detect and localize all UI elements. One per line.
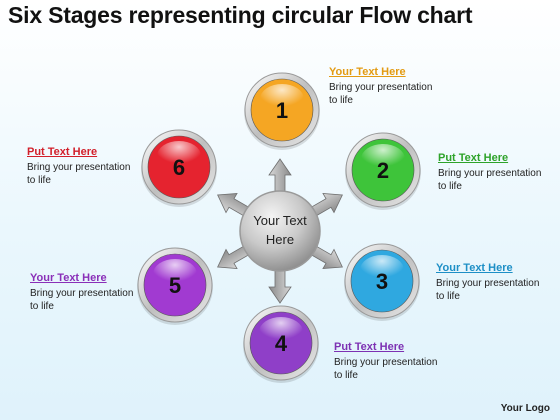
stage-5-circle: 5 (137, 247, 213, 325)
stage-1-circle: 1 (244, 72, 320, 150)
stage-5-label: Your Text Here Bring your presentation t… (30, 272, 148, 313)
stage-4-body: Bring your presentation to life (334, 357, 438, 381)
stage-4-circle: 4 (243, 305, 319, 383)
stage-4-label: Put Text Here Bring your presentation to… (334, 341, 452, 382)
stage-1-heading: Your Text Here (329, 66, 406, 78)
stage-1-body: Bring your presentation to life (329, 82, 433, 106)
stage-nodes: 1 2 3 4 5 6 (137, 72, 421, 383)
stage-2-label: Put Text Here Bring your presentation to… (438, 152, 556, 193)
stage-1-number: 1 (276, 98, 288, 123)
stage-6-label: Put Text Here Bring your presentation to… (27, 146, 145, 187)
stage-6-number: 6 (173, 155, 185, 180)
center-text-line-1: Your Text (253, 213, 307, 228)
stage-1-label: Your Text Here Bring your presentation t… (329, 66, 447, 107)
center-hub: Your Text Here (239, 190, 321, 272)
stage-6-body: Bring your presentation to life (27, 162, 131, 186)
stage-6-heading: Put Text Here (27, 146, 98, 158)
stage-3-label: Your Text Here Bring your presentation t… (436, 262, 554, 303)
stage-5-heading: Your Text Here (30, 272, 107, 284)
stage-3-body: Bring your presentation to life (436, 278, 540, 302)
stage-2-circle: 2 (345, 132, 421, 210)
stage-6-circle: 6 (141, 129, 217, 207)
stage-5-body: Bring your presentation to life (30, 288, 134, 312)
stage-5-number: 5 (169, 273, 181, 298)
stage-2-heading: Put Text Here (438, 152, 509, 164)
stage-3-number: 3 (376, 269, 388, 294)
stage-4-heading: Put Text Here (334, 341, 405, 353)
stage-2-body: Bring your presentation to life (438, 168, 542, 192)
stage-3-circle: 3 (344, 243, 420, 321)
stage-2-number: 2 (377, 158, 389, 183)
logo-text: Your Logo (500, 403, 550, 414)
page-title: Six Stages representing circular Flow ch… (8, 2, 473, 28)
center-text-line-2: Here (266, 232, 294, 247)
stage-3-heading: Your Text Here (436, 262, 513, 274)
stage-4-number: 4 (275, 331, 288, 356)
